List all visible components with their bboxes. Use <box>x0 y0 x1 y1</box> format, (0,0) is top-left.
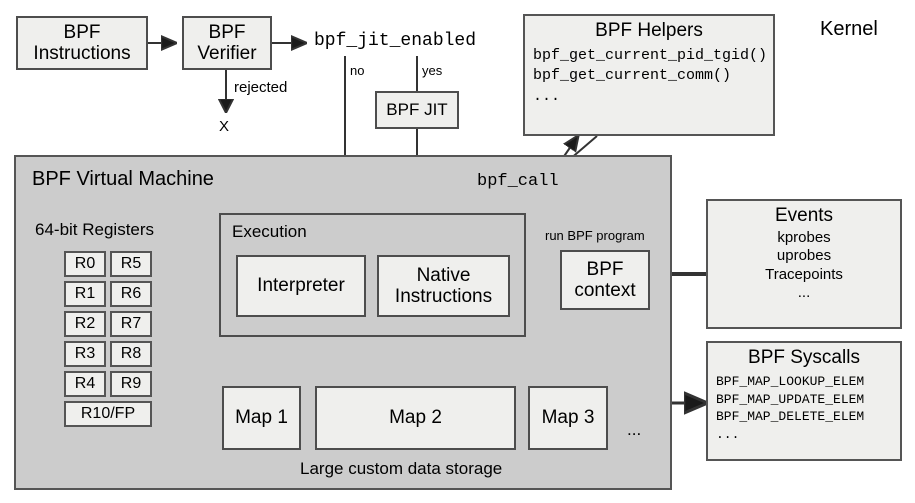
bpf-context-line2: context <box>574 280 636 301</box>
helper-entry: bpf_get_current_pid_tgid() <box>533 47 768 64</box>
register-label: R5 <box>120 255 142 272</box>
register-r2[interactable]: R2 <box>64 311 106 337</box>
register-label: R0 <box>74 255 96 272</box>
register-r0[interactable]: R0 <box>64 251 106 277</box>
registers-title: 64-bit Registers <box>35 220 155 239</box>
register-label: R4 <box>74 375 96 392</box>
bpf-helpers-box[interactable]: BPF Helpers bpf_get_current_pid_tgid() b… <box>523 14 775 136</box>
bpf-helpers-list: bpf_get_current_pid_tgid() bpf_get_curre… <box>525 42 773 107</box>
register-r1[interactable]: R1 <box>64 281 106 307</box>
rejected-label: rejected <box>234 79 288 96</box>
register-r9[interactable]: R9 <box>110 371 152 397</box>
syscall-entry: BPF_MAP_DELETE_ELEM <box>716 409 865 425</box>
execution-title: Execution <box>232 222 307 241</box>
storage-label: Large custom data storage <box>300 459 503 478</box>
events-list: kprobes uprobes Tracepoints ... <box>708 227 900 302</box>
branch-no-label: no <box>350 63 365 78</box>
event-entry: uprobes <box>776 247 832 265</box>
syscall-entry: BPF_MAP_UPDATE_ELEM <box>716 391 865 407</box>
helper-entry: ... <box>533 87 561 105</box>
bpf-jit-box[interactable]: BPF JIT <box>375 91 459 129</box>
native-instructions-line1: Native <box>416 264 471 286</box>
register-label: R7 <box>120 315 142 332</box>
register-label: R2 <box>74 315 96 332</box>
bpf-verifier-box[interactable]: BPF Verifier <box>182 16 272 70</box>
run-bpf-program-label: run BPF program <box>545 228 645 243</box>
map-2-box[interactable]: Map 2 <box>315 386 516 450</box>
bpf-helpers-title: BPF Helpers <box>595 20 703 41</box>
register-r8[interactable]: R8 <box>110 341 152 367</box>
event-entry: kprobes <box>777 229 831 246</box>
branch-yes-label: yes <box>422 63 443 78</box>
register-r10-fp[interactable]: R10/FP <box>64 401 152 427</box>
bpf-syscalls-title: BPF Syscalls <box>748 347 860 368</box>
bpf-context-box[interactable]: BPF context <box>560 250 650 310</box>
native-instructions-box[interactable]: Native Instructions <box>377 255 510 317</box>
bpf-jit-enabled-label: bpf_jit_enabled <box>314 31 477 51</box>
interpreter-label: Interpreter <box>257 275 345 297</box>
bpf-instructions-line2: Instructions <box>33 43 131 64</box>
event-entry: Tracepoints <box>765 265 843 283</box>
vm-title: BPF Virtual Machine <box>32 168 214 190</box>
events-box[interactable]: Events kprobes uprobes Tracepoints ... <box>706 199 902 329</box>
kernel-label: Kernel <box>820 18 878 40</box>
interpreter-box[interactable]: Interpreter <box>236 255 366 317</box>
register-label: R10/FP <box>80 405 136 422</box>
bpf-instructions-line1: BPF <box>63 21 101 43</box>
register-label: R6 <box>120 285 142 302</box>
maps-more-label: ... <box>627 420 642 439</box>
register-label: R3 <box>74 345 96 362</box>
register-r3[interactable]: R3 <box>64 341 106 367</box>
event-entry: ... <box>797 283 811 301</box>
rejected-x-mark: X <box>219 118 230 135</box>
map-1-box[interactable]: Map 1 <box>222 386 301 450</box>
map-label: Map 1 <box>235 407 288 429</box>
bpf-context-line1: BPF <box>586 258 624 280</box>
bpf-verifier-line1: BPF <box>208 21 246 43</box>
bpf-jit-label: BPF JIT <box>386 100 448 120</box>
bpf-syscalls-box[interactable]: BPF Syscalls BPF_MAP_LOOKUP_ELEM BPF_MAP… <box>706 341 902 461</box>
register-r5[interactable]: R5 <box>110 251 152 277</box>
map-label: Map 2 <box>389 407 442 429</box>
register-label: R9 <box>120 375 142 392</box>
native-instructions-line2: Instructions <box>394 286 493 307</box>
register-label: R8 <box>120 345 142 362</box>
bpf-call-label: bpf_call <box>477 172 559 191</box>
helper-entry: bpf_get_current_comm() <box>533 67 732 85</box>
register-label: R1 <box>74 285 96 302</box>
map-label: Map 3 <box>541 407 595 429</box>
bpf-verifier-line2: Verifier <box>197 43 257 64</box>
register-r7[interactable]: R7 <box>110 311 152 337</box>
events-title: Events <box>774 205 834 226</box>
register-r4[interactable]: R4 <box>64 371 106 397</box>
map-3-box[interactable]: Map 3 <box>528 386 608 450</box>
bpf-instructions-box[interactable]: BPF Instructions <box>16 16 148 70</box>
bpf-syscalls-list: BPF_MAP_LOOKUP_ELEM BPF_MAP_UPDATE_ELEM … <box>708 369 900 443</box>
syscall-entry: BPF_MAP_LOOKUP_ELEM <box>716 374 865 389</box>
syscall-entry: ... <box>716 426 740 442</box>
register-r6[interactable]: R6 <box>110 281 152 307</box>
